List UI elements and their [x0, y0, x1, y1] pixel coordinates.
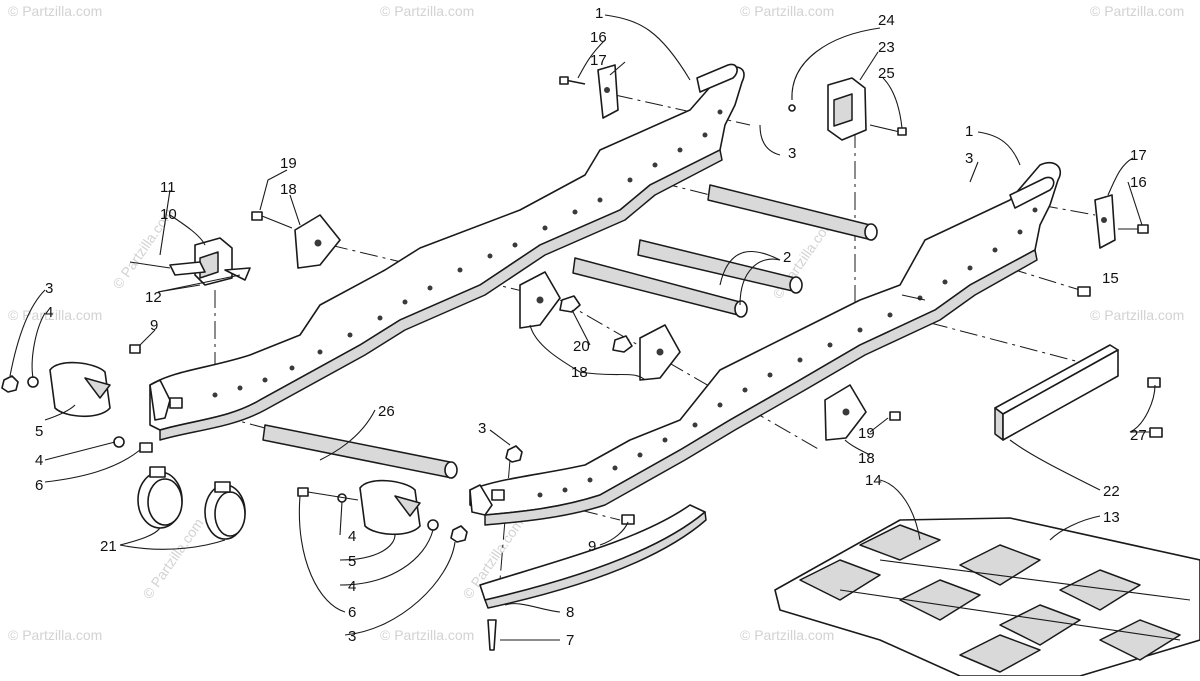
rail-holes [212, 109, 723, 398]
callout-13: 13 [1103, 509, 1120, 526]
callout-16: 16 [590, 29, 607, 46]
slide-bar [994, 344, 1163, 441]
callout-labels: 1 16 17 3 24 23 25 1 3 17 16 2 15 19 18 … [35, 5, 1147, 649]
callout-7: 7 [566, 632, 574, 649]
watermark-text: © Partzilla.com [139, 515, 206, 601]
callout-17: 17 [1130, 147, 1147, 164]
callout-1: 1 [595, 5, 603, 22]
callout-3: 3 [348, 628, 356, 645]
callout-9: 9 [150, 317, 158, 334]
callout-4: 4 [35, 452, 43, 469]
callout-22: 22 [1103, 483, 1120, 500]
callout-11: 11 [160, 179, 176, 196]
hose-clamps [137, 466, 246, 540]
callout-17: 17 [590, 52, 607, 69]
watermark-text: © Partzilla.com [8, 627, 102, 643]
watermark-text: © Partzilla.com [380, 3, 474, 19]
callout-18: 18 [280, 181, 297, 198]
callout-26: 26 [378, 403, 395, 420]
hitch-clip [129, 237, 251, 286]
watermark-text: © Partzilla.com [380, 627, 474, 643]
watermark-text: © Partzilla.com [740, 3, 834, 19]
watermark-text: © Partzilla.com [1090, 3, 1184, 19]
callout-6: 6 [35, 477, 43, 494]
callout-21: 21 [100, 538, 117, 555]
left-slide-rail [149, 63, 745, 441]
callout-9: 9 [588, 538, 596, 555]
right-slide-rail [469, 161, 1062, 526]
rail-brackets [559, 64, 1149, 249]
watermark-text: © Partzilla.com [8, 3, 102, 19]
leader-lines [9, 14, 1156, 641]
callout-3: 3 [965, 150, 973, 167]
callout-15: 15 [1102, 270, 1119, 287]
callout-18: 18 [571, 364, 588, 381]
watermark-text: © Partzilla.com [740, 627, 834, 643]
callout-14: 14 [865, 472, 882, 489]
callout-6: 6 [348, 604, 356, 621]
callout-23: 23 [878, 39, 895, 56]
callout-19: 19 [280, 155, 297, 172]
callout-5: 5 [348, 553, 356, 570]
callout-3: 3 [478, 420, 486, 437]
callout-18: 18 [858, 450, 875, 467]
callout-10: 10 [160, 206, 177, 223]
callout-19: 19 [858, 425, 875, 442]
suspension-mount-block [788, 77, 907, 141]
watermark-text: © Partzilla.com [1090, 307, 1184, 323]
callout-1: 1 [965, 123, 973, 140]
callout-27: 27 [1130, 427, 1147, 444]
callout-4: 4 [45, 304, 53, 321]
callout-12: 12 [145, 289, 162, 306]
callout-8: 8 [566, 604, 574, 621]
callout-25: 25 [878, 65, 895, 82]
callout-24: 24 [878, 12, 895, 29]
arm-brackets [251, 211, 901, 441]
callout-4: 4 [348, 578, 356, 595]
watermark-text: © Partzilla.com [8, 307, 102, 323]
cross-shafts [262, 184, 878, 479]
callout-3: 3 [45, 280, 53, 297]
end-caps [1, 286, 1091, 543]
callout-3: 3 [788, 145, 796, 162]
drive-track [774, 517, 1200, 677]
callout-2: 2 [783, 249, 791, 266]
callout-20: 20 [573, 338, 590, 355]
callout-5: 5 [35, 423, 43, 440]
callout-4: 4 [348, 528, 356, 545]
wear-strip [479, 504, 707, 651]
rail-holes [537, 207, 1038, 498]
callout-16: 16 [1130, 174, 1147, 191]
